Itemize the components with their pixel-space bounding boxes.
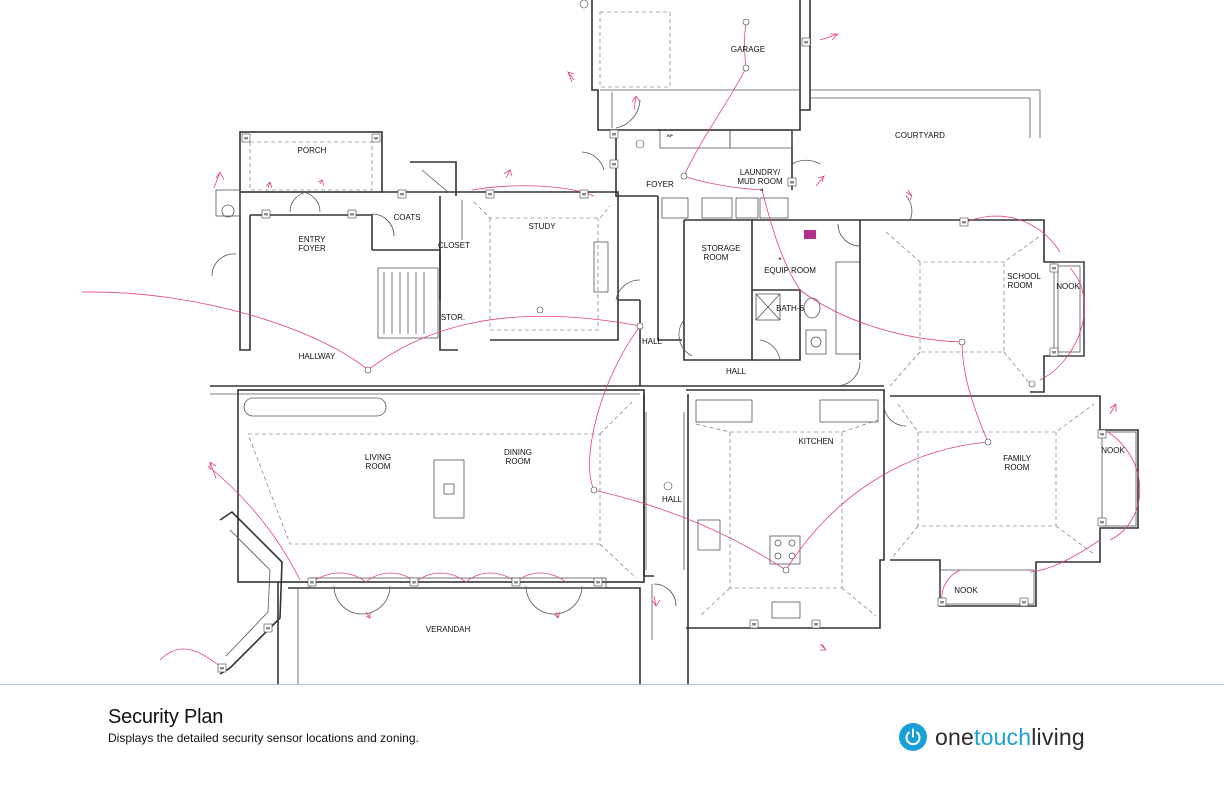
room-label-foyer: FOYER	[646, 180, 674, 189]
plan-title: Security Plan	[108, 706, 224, 728]
room-label-nook-family: NOOK	[1101, 446, 1125, 455]
verandah-walls	[219, 510, 641, 684]
room-label-hall-2: HALL	[726, 367, 747, 376]
svg-text:W: W	[1100, 432, 1104, 437]
svg-text:W: W	[596, 580, 600, 585]
room-label-bath-6: BATH-6	[776, 304, 804, 313]
coats-closet-walls	[372, 161, 463, 351]
room-label-porch: PORCH	[298, 146, 327, 155]
svg-text:W: W	[1052, 350, 1056, 355]
svg-text:W: W	[400, 192, 404, 197]
brand-name: onetouchliving	[935, 724, 1085, 751]
room-label-hall-3: HALL	[662, 495, 683, 504]
living-dining-walls	[237, 389, 645, 583]
svg-text:W: W	[612, 162, 616, 167]
svg-text:W: W	[488, 192, 492, 197]
room-label-closet: CLOSET	[438, 241, 470, 250]
brand-name-prefix: one	[935, 723, 974, 750]
svg-text:W: W	[582, 192, 586, 197]
room-label-hallway: HALLWAY	[299, 352, 336, 361]
room-label-laundry: LAUNDRY/MUD ROOM	[737, 168, 783, 186]
svg-text:W: W	[940, 600, 944, 605]
svg-text:W: W	[1022, 600, 1026, 605]
svg-text:W: W	[310, 580, 314, 585]
brand-logo: onetouchliving	[899, 722, 1085, 752]
power-icon	[899, 723, 927, 751]
svg-text:W: W	[962, 220, 966, 225]
svg-text:W: W	[612, 132, 616, 137]
motion-sensors	[364, 0, 1036, 574]
room-label-study: STUDY	[528, 222, 556, 231]
room-label-courtyard: COURTYARD	[895, 131, 945, 140]
room-label-nook-school: NOOK	[1056, 282, 1080, 291]
sensor-wiring	[81, 21, 1141, 669]
room-label-kitchen: KITCHEN	[798, 437, 833, 446]
room-label-coats: COATS	[394, 213, 421, 222]
svg-text:W: W	[266, 626, 270, 631]
hall-middle-walls	[643, 394, 689, 684]
room-label-stor: STOR.	[441, 313, 465, 322]
heat-sensors: H H	[761, 187, 782, 261]
family-room-walls	[890, 395, 1139, 607]
brand-name-accent: touch	[973, 723, 1032, 750]
svg-text:W: W	[220, 666, 224, 671]
storage-equip-walls	[657, 196, 861, 361]
svg-text:W: W	[264, 212, 268, 217]
plan-subtitle: Displays the detailed security sensor lo…	[108, 731, 419, 745]
svg-text:W: W	[790, 180, 794, 185]
courtyard-walls	[810, 89, 1041, 138]
svg-text:W: W	[1100, 520, 1104, 525]
svg-text:H: H	[761, 187, 764, 192]
window-sensors: W W W W W W W W W W W W W W W W W W W W …	[217, 37, 1107, 673]
svg-text:W: W	[514, 580, 518, 585]
room-label-verandah: VERANDAH	[426, 625, 471, 634]
room-label-hall-1: HALL	[642, 337, 663, 346]
room-label-garage: GARAGE	[731, 45, 765, 54]
svg-text:W: W	[244, 136, 248, 141]
kitchen-walls	[686, 389, 885, 629]
alert-arrows	[209, 33, 1117, 651]
room-labels: GARAGE PORCH COURTYARD FOYER LAUNDRY/MUD…	[298, 45, 1126, 634]
hallway-walls	[210, 299, 884, 395]
svg-text:W: W	[374, 136, 378, 141]
svg-text:W: W	[1052, 266, 1056, 271]
room-label-nook-south: NOOK	[954, 586, 978, 595]
svg-text:W: W	[752, 622, 756, 627]
floor-plan: W W W W W W W W W W W W W W W W W W W W …	[81, 0, 1141, 684]
keypad: KP	[667, 133, 816, 239]
porch-walls	[215, 131, 460, 351]
svg-text:W: W	[350, 212, 354, 217]
brand-name-suffix: living	[1031, 723, 1085, 750]
door-swings	[211, 99, 913, 615]
room-label-equip-room: EQUIP ROOM	[764, 266, 816, 275]
svg-text:KP: KP	[667, 133, 673, 138]
study-walls	[460, 191, 619, 341]
svg-text:W: W	[814, 622, 818, 627]
foyer-walls	[615, 129, 793, 219]
footer-divider	[0, 684, 1224, 685]
school-room-walls	[860, 219, 1085, 393]
svg-text:W: W	[804, 40, 808, 45]
garage-walls	[591, 0, 811, 131]
svg-text:H: H	[779, 256, 782, 261]
svg-text:W: W	[412, 580, 416, 585]
